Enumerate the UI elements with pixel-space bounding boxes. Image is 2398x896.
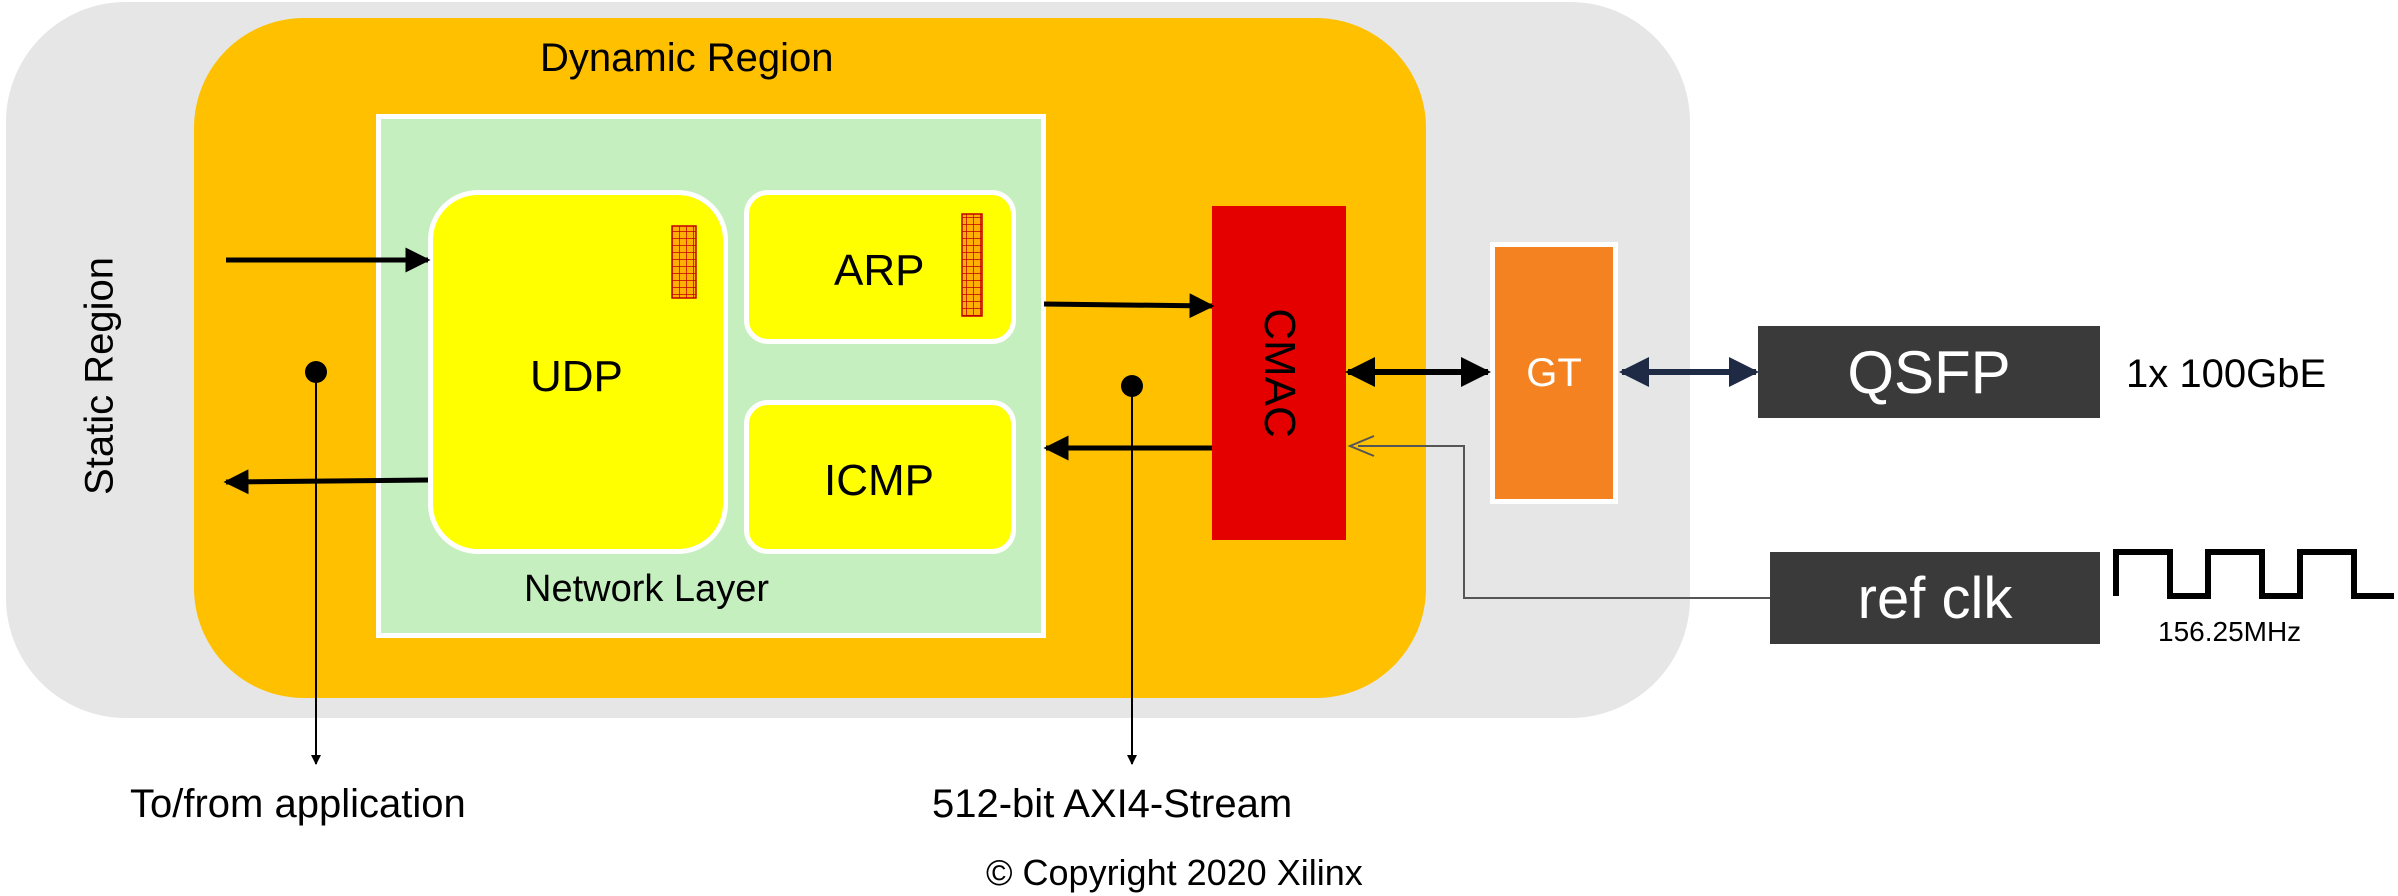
clock-waveform <box>2113 549 2394 599</box>
static-region-label: Static Region <box>77 257 122 495</box>
copyright-label: © Copyright 2020 Xilinx <box>986 852 1363 893</box>
network-layer-label: Network Layer <box>524 568 769 610</box>
ref-clk-block: ref clk <box>1770 552 2100 644</box>
cmac-block <box>1212 206 1346 540</box>
icmp-label: ICMP <box>824 456 934 505</box>
clock-freq-label: 156.25MHz <box>2158 616 2302 647</box>
cmac-label: CMAC <box>1255 308 1304 438</box>
dynamic-region-label: Dynamic Region <box>540 36 834 80</box>
arp-fifo-icon <box>961 213 983 317</box>
icmp-block <box>744 400 1016 554</box>
ref-clk-label: ref clk <box>1857 565 2013 631</box>
stream-interface-label: 512-bit AXI4-Stream <box>932 782 1293 826</box>
app-interface-label: To/from application <box>130 782 466 826</box>
qsfp-label: QSFP <box>1847 338 2011 406</box>
ref-clk-arrowhead <box>1347 435 1375 457</box>
gt-block: GT <box>1490 242 1618 504</box>
udp-label: UDP <box>530 352 623 401</box>
arp-label: ARP <box>834 246 925 295</box>
link-speed-label: 1x 100GbE <box>2126 352 2327 396</box>
nl-to-cmac-arrow <box>1043 293 1215 319</box>
app-output-arrow <box>223 469 429 495</box>
qsfp-block: QSFP <box>1758 326 2100 418</box>
udp-fifo-icon <box>671 225 697 299</box>
gt-label: GT <box>1526 350 1582 395</box>
ref-clk-line <box>1358 445 1770 599</box>
